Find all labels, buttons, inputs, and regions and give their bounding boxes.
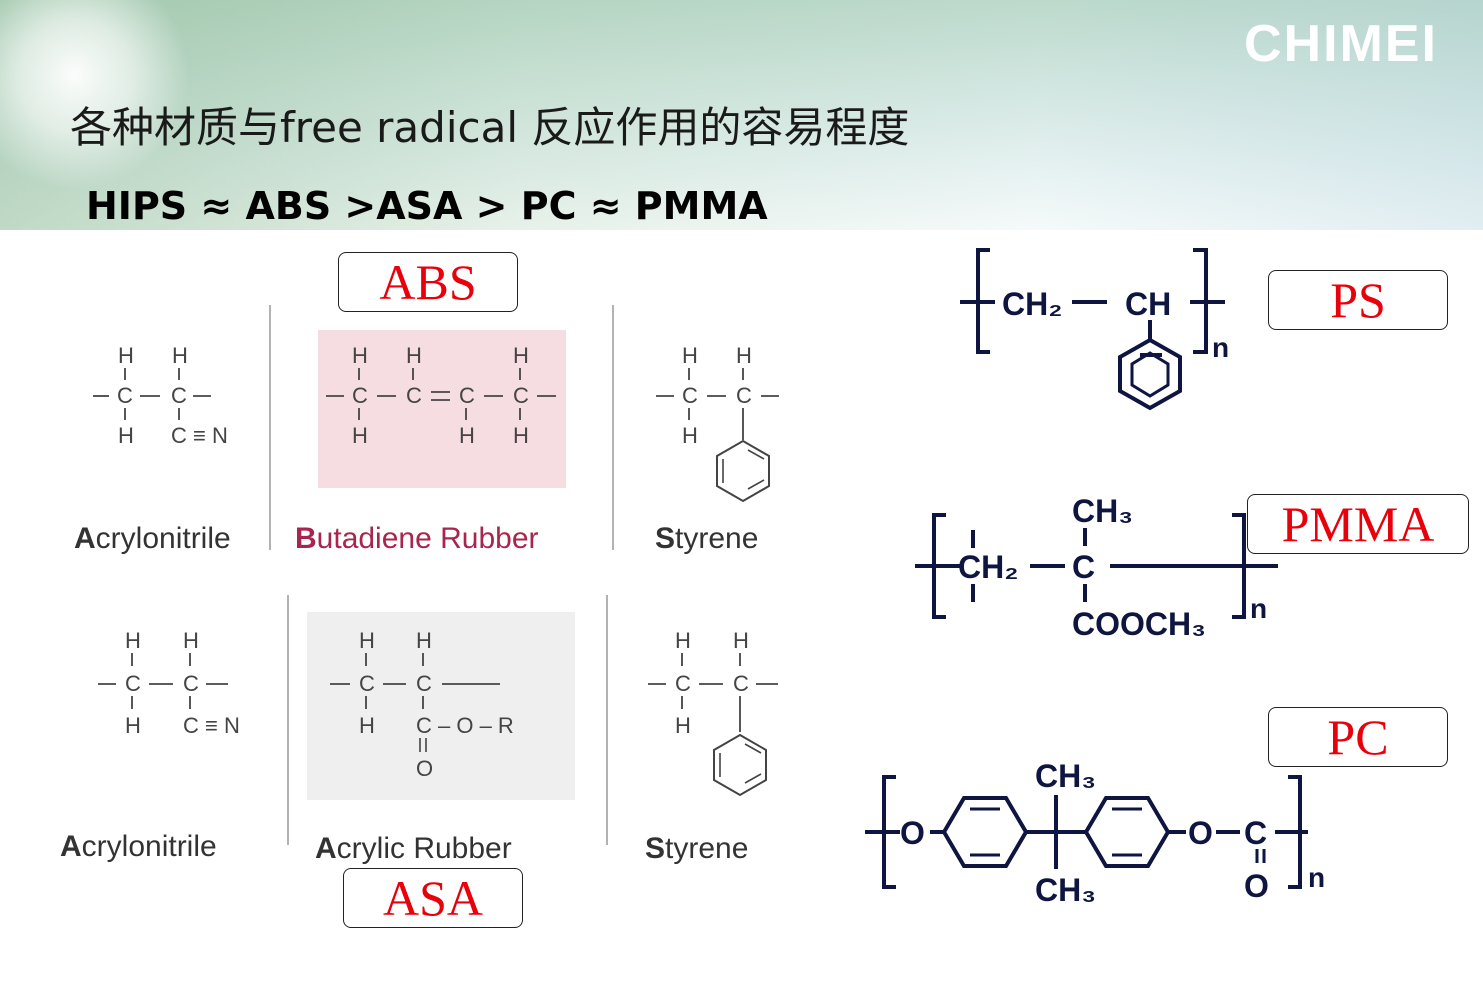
svg-text:n: n: [1250, 593, 1267, 624]
reactivity-ranking: HIPS ≈ ABS >ASA > PC ≈ PMMA: [86, 184, 768, 228]
ps-label: PS: [1268, 270, 1448, 330]
pc-structure: CH₃ CH₃ O O C O n: [865, 758, 1325, 908]
svg-text:H: H: [352, 343, 368, 368]
asa-label: ASA: [343, 868, 523, 928]
pmma-label: PMMA: [1247, 494, 1469, 554]
styrene-structure-asa: H H C C H: [648, 628, 778, 796]
svg-text:H: H: [682, 343, 698, 368]
svg-text:O: O: [1188, 815, 1213, 851]
svg-text:H: H: [359, 713, 375, 738]
svg-text:H: H: [675, 713, 691, 738]
acrylonitrile-structure-abs: H H C C H C ≡ N: [93, 343, 228, 448]
styrene-structure-abs: H H C C H: [656, 343, 779, 502]
svg-text:H: H: [682, 423, 698, 448]
abs-label: ABS: [338, 252, 518, 312]
svg-text:H: H: [118, 423, 134, 448]
svg-text:C: C: [183, 671, 199, 696]
svg-text:H: H: [513, 343, 529, 368]
svg-text:H: H: [172, 343, 188, 368]
svg-text:H: H: [733, 628, 749, 653]
acrylic-rubber-structure: H H C C H C – O – R O: [330, 628, 514, 781]
svg-text:H: H: [459, 423, 475, 448]
acrylonitrile-structure-asa: H H C C H C ≡ N: [98, 628, 240, 738]
svg-text:H: H: [183, 628, 199, 653]
svg-text:C ≡ N: C ≡ N: [183, 713, 240, 738]
svg-text:H: H: [416, 628, 432, 653]
svg-text:C: C: [736, 383, 752, 408]
svg-text:H: H: [406, 343, 422, 368]
svg-text:H: H: [352, 423, 368, 448]
svg-text:C ≡ N: C ≡ N: [171, 423, 228, 448]
monomer-structures: H H C C H C ≡ N H H H C C C C H H H: [60, 305, 779, 865]
svg-text:CH₂: CH₂: [1002, 286, 1062, 322]
slide-title: 各种材质与free radical 反应作用的容易程度: [70, 103, 910, 152]
pmma-structure: CH₃ CH₂ C COOCH₃ n: [915, 493, 1278, 642]
acrylonitrile-name-abs: Acrylonitrile: [74, 522, 231, 555]
svg-text:CH₃: CH₃: [1035, 872, 1096, 908]
svg-text:CH₂: CH₂: [958, 549, 1018, 585]
svg-text:H: H: [675, 628, 691, 653]
svg-text:C: C: [416, 671, 432, 696]
butadiene-structure: H H H C C C C H H H: [326, 343, 556, 448]
svg-text:H: H: [125, 713, 141, 738]
svg-text:O: O: [416, 756, 433, 781]
acrylic-rubber-name: Acrylic Rubber: [315, 832, 512, 865]
svg-text:C: C: [171, 383, 187, 408]
svg-text:C: C: [459, 383, 475, 408]
svg-text:C: C: [675, 671, 691, 696]
styrene-name-asa: Styrene: [645, 832, 748, 865]
svg-text:C: C: [1244, 815, 1267, 851]
svg-text:C: C: [117, 383, 133, 408]
svg-text:O: O: [1244, 868, 1269, 904]
svg-text:H: H: [125, 628, 141, 653]
svg-text:C: C: [125, 671, 141, 696]
svg-text:C: C: [733, 671, 749, 696]
ps-structure: CH₂ CH n: [960, 248, 1229, 411]
styrene-name-abs: Styrene: [655, 522, 758, 555]
svg-text:H: H: [118, 343, 134, 368]
svg-text:C: C: [406, 383, 422, 408]
svg-text:n: n: [1308, 862, 1325, 893]
svg-text:C: C: [682, 383, 698, 408]
acrylic-highlight: [307, 612, 575, 800]
header-gradient-overlay: [0, 0, 1483, 230]
svg-text:C: C: [1072, 549, 1095, 585]
svg-text:H: H: [513, 423, 529, 448]
svg-text:H: H: [359, 628, 375, 653]
svg-text:C – O – R: C – O – R: [416, 713, 514, 738]
svg-text:H: H: [736, 343, 752, 368]
butadiene-name: Butadiene Rubber: [295, 522, 539, 555]
svg-text:CH₃: CH₃: [1072, 493, 1133, 529]
chimei-logo: CHIMEI: [1244, 15, 1438, 73]
acrylonitrile-name-asa: Acrylonitrile: [60, 830, 217, 863]
svg-text:n: n: [1212, 332, 1229, 363]
svg-text:CH₃: CH₃: [1035, 758, 1096, 794]
svg-text:C: C: [352, 383, 368, 408]
pc-label: PC: [1268, 707, 1448, 767]
svg-text:COOCH₃: COOCH₃: [1072, 606, 1206, 642]
svg-text:CH: CH: [1125, 286, 1171, 322]
svg-text:C: C: [513, 383, 529, 408]
svg-text:O: O: [900, 815, 925, 851]
svg-text:C: C: [359, 671, 375, 696]
